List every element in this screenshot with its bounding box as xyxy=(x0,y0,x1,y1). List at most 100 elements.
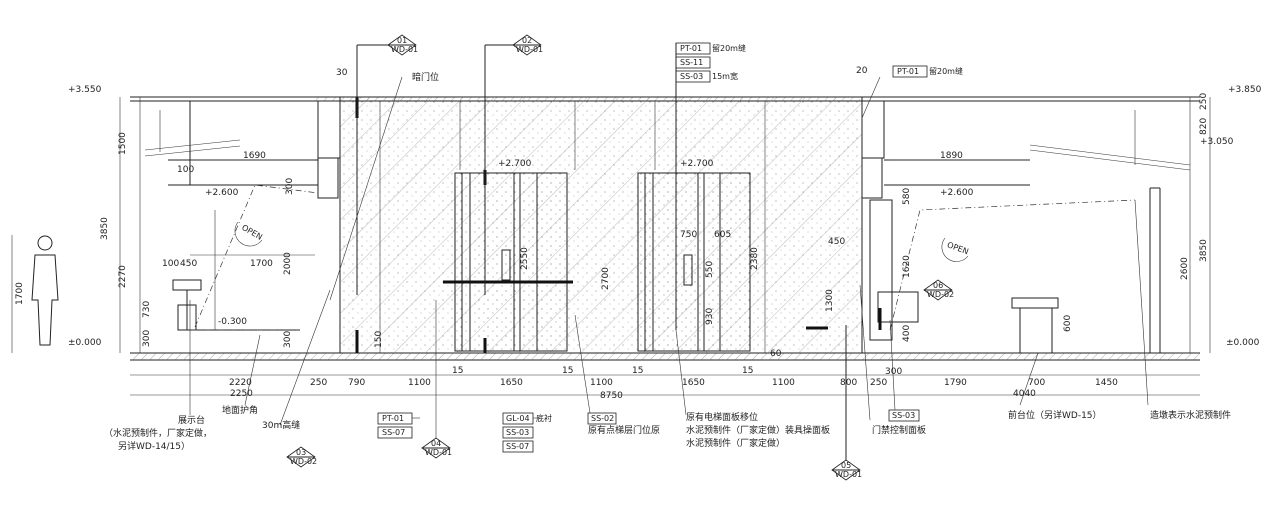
tag-pt01-bottom: PT-01 xyxy=(382,414,404,423)
dim-h-2000: 2000 xyxy=(283,252,293,275)
tag-pt01-right-note: 留20m缝 xyxy=(929,66,963,76)
dim-overall-left: 2250 xyxy=(230,389,253,399)
dim-h-2600: 2600 xyxy=(1180,257,1190,280)
elev-right-mid: +3.050 xyxy=(1200,137,1234,147)
marker-02 xyxy=(484,34,542,295)
tag-pt01-top: PT-01 xyxy=(680,44,702,53)
marker-02-ref: WD-01 xyxy=(516,45,543,54)
note-front-desk: 前台位（另详WD-15） xyxy=(1008,409,1102,421)
marker-02-num: 02 xyxy=(522,36,532,45)
tag-pt01-top-note: 留20m缝 xyxy=(712,43,746,53)
note-display-1: 展示台 xyxy=(178,414,205,426)
dim-h-300b: 300 xyxy=(285,178,295,195)
marker-04 xyxy=(421,437,451,459)
dim-bottom-6: 1650 xyxy=(500,378,523,388)
elev-lintel-left: +2.600 xyxy=(205,188,239,198)
marker-06 xyxy=(923,279,953,301)
tag-ss03-top: SS-03 xyxy=(680,72,703,81)
marker-05-ref: WD-01 xyxy=(835,470,862,479)
tag-pt01-right: PT-01 xyxy=(897,67,919,76)
dim-w-100b: 100 xyxy=(177,165,194,175)
bottom-dimension-chain: 2220 250 790 1100 15 1650 15 1100 15 165… xyxy=(229,366,1118,388)
swing-door-right xyxy=(889,199,1136,331)
note-pillar: 造墩表示水泥预制件 xyxy=(1150,409,1231,421)
dim-overall-right: 4040 xyxy=(1013,389,1036,399)
tag-ss07-mid: SS-07 xyxy=(506,442,529,451)
dim-bottom-4: 1100 xyxy=(408,378,431,388)
dim-bottom-8: 1100 xyxy=(590,378,613,388)
dim-h-2550: 2550 xyxy=(520,247,530,270)
tag-ss03-right: SS-03 xyxy=(892,411,915,420)
dim-bottom-15: 300 xyxy=(885,367,902,377)
dim-h-3850: 3850 xyxy=(100,217,110,240)
dim-bottom-2: 250 xyxy=(310,378,327,388)
dim-h-2380: 2380 xyxy=(750,247,760,270)
elev-lintel-right: +2.600 xyxy=(940,188,974,198)
marker-01 xyxy=(356,34,417,295)
dim-h-580: 580 xyxy=(902,188,912,205)
dim-w-2700: 2700 xyxy=(601,267,611,290)
marker-03 xyxy=(286,446,316,468)
tag-ss07-bottom: SS-07 xyxy=(382,428,405,437)
elevator-door-left xyxy=(443,170,573,353)
dim-bottom-16: 1790 xyxy=(944,378,967,388)
dim-h-820: 820 xyxy=(1199,118,1209,135)
dim-w-750: 750 xyxy=(680,230,697,240)
elev-pit: -0.300 xyxy=(218,317,247,327)
dim-h-150: 150 xyxy=(374,331,384,348)
dim-bottom-10: 1650 xyxy=(682,378,705,388)
elevator-door-right xyxy=(637,172,751,352)
dim-w-450: 450 xyxy=(180,259,197,269)
note-door-pos: 暗门位 xyxy=(412,71,439,83)
dim-w-1700: 1700 xyxy=(250,259,273,269)
dim-h-400: 400 xyxy=(902,325,912,342)
dim-h-730: 730 xyxy=(142,301,152,318)
marker-01-num: 01 xyxy=(397,36,407,45)
note-door-ctrl: 门禁控制面板 xyxy=(872,424,926,436)
dim-h-2270: 2270 xyxy=(118,265,128,288)
dim-h-930: 930 xyxy=(705,308,715,325)
dim-h-600: 600 xyxy=(1063,315,1073,332)
floor-slab xyxy=(130,352,1200,361)
dim-w-550: 550 xyxy=(705,261,715,278)
dim-ceil-left: 1690 xyxy=(243,151,266,161)
tag-ss11: SS-11 xyxy=(680,58,703,67)
note-panel-3: 水泥预制件（厂家定做） xyxy=(686,437,785,449)
dim-ceil-top-left: 30 xyxy=(336,68,348,78)
dim-bottom-13: 800 xyxy=(840,378,857,388)
marker-04-ref: WD-01 xyxy=(425,448,452,457)
dim-h-450: 450 xyxy=(828,237,845,247)
dim-bottom-18: 1450 xyxy=(1095,378,1118,388)
dim-bottom-7: 15 xyxy=(562,366,573,376)
note-gap-high: 30m高缝 xyxy=(262,419,300,431)
dim-h-250r: 250 xyxy=(1199,93,1209,110)
dim-h-1500: 1500 xyxy=(118,132,128,155)
dim-h-1620: 1620 xyxy=(902,255,912,278)
display-stand xyxy=(172,279,202,331)
dim-bottom-17: 700 xyxy=(1028,378,1045,388)
human-figure xyxy=(31,235,59,346)
elev-door-mid: +2.700 xyxy=(680,159,714,169)
marker-05 xyxy=(831,325,861,481)
marker-06-num: 06 xyxy=(933,281,943,290)
pillar xyxy=(1149,187,1161,353)
note-open-left: OPEN xyxy=(240,223,264,242)
tag-ss03-mid: SS-03 xyxy=(506,428,529,437)
dim-h-1300: 1300 xyxy=(825,289,835,312)
marker-04-num: 04 xyxy=(431,439,441,448)
dim-h-300: 300 xyxy=(142,330,152,347)
dimension-lines xyxy=(11,97,1211,396)
elev-top-left: +3.550 xyxy=(68,85,102,95)
tag-boxes xyxy=(377,42,928,453)
dim-bottom-12: 1100 xyxy=(772,378,795,388)
elev-door-left: +2.700 xyxy=(498,159,532,169)
elev-zero-left: ±0.000 xyxy=(68,338,102,348)
marker-03-ref: WD-02 xyxy=(290,457,317,466)
note-ground-guard: 地面护角 xyxy=(222,404,258,416)
note-display-2: （水泥预制件，厂家定做， xyxy=(104,427,212,439)
dim-h-300c: 300 xyxy=(283,331,293,348)
leader-lines xyxy=(189,76,1149,438)
note-floor-light: 原有点梯层门位原 xyxy=(588,424,660,436)
dim-h-60: 60 xyxy=(770,349,782,359)
marker-03-num: 03 xyxy=(296,448,306,457)
